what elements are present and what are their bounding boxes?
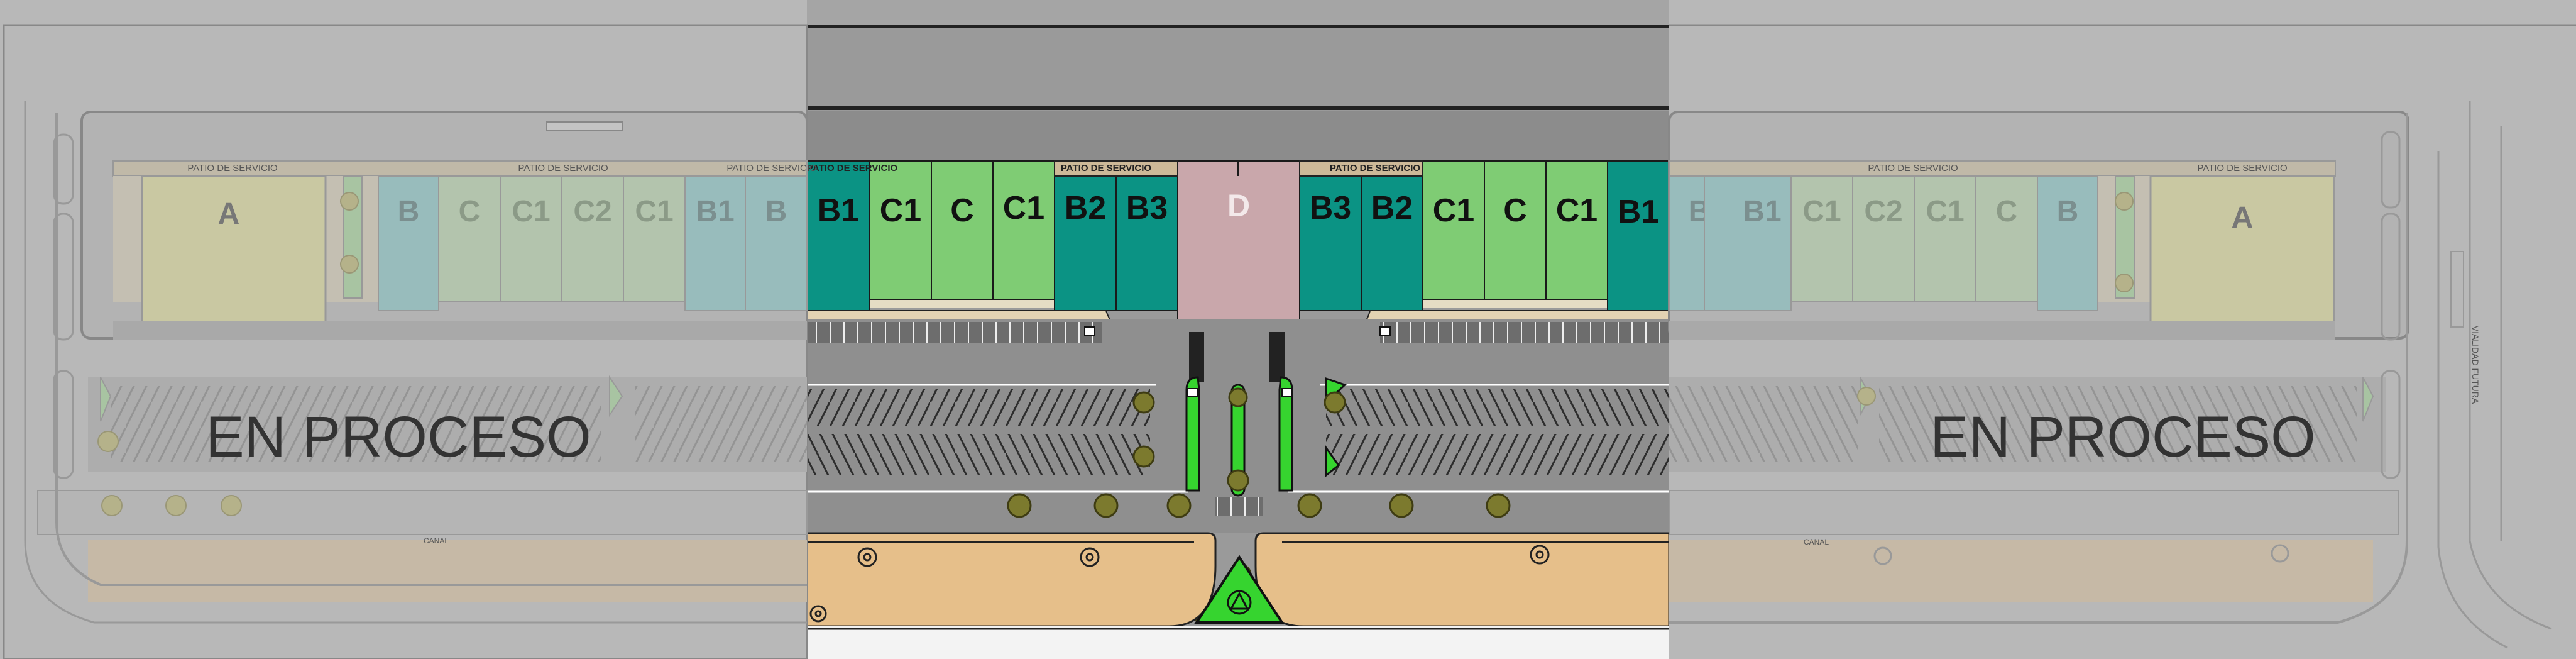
service-patio-label-left-a: PATIO DE SERVICIO	[187, 163, 277, 174]
svg-text:A: A	[2232, 201, 2254, 235]
median-landscape-left	[1185, 376, 1200, 492]
canal-label-right: CANAL	[1804, 538, 1829, 546]
svg-text:C2: C2	[573, 195, 611, 228]
svg-text:B: B	[2057, 195, 2079, 228]
faded-unit-B-left-a: B	[378, 175, 439, 311]
svg-text:C1: C1	[635, 195, 673, 228]
faded-unit-C1-left-b: C1	[623, 175, 686, 302]
median-landscape-center	[1230, 384, 1246, 497]
faded-unit-C-right: C	[1975, 175, 2038, 302]
svg-text:D: D	[1227, 188, 1250, 223]
svg-text:C: C	[950, 192, 974, 229]
svg-text:C1: C1	[880, 192, 921, 229]
in-progress-label-right: EN PROCESO	[1930, 405, 2315, 469]
unit-D-anchor: D	[1177, 160, 1300, 321]
service-patio-label-left-b: PATIO DE SERVICIO	[518, 163, 608, 174]
unit-B1-right: B1	[1607, 160, 1670, 311]
service-patio-label-left: PATIO DE SERVICIO	[1061, 163, 1152, 174]
svg-text:C: C	[1503, 192, 1527, 229]
faded-unit-B-left-b: B	[745, 175, 808, 311]
unit-C-b: C	[1484, 160, 1547, 300]
svg-text:C: C	[459, 195, 481, 228]
svg-text:B3: B3	[1310, 190, 1351, 226]
left-faded-panel: PATIO DE SERVICIO PATIO DE SERVICIO PATI…	[0, 0, 817, 659]
svg-text:B1: B1	[1618, 194, 1659, 230]
svg-text:B1: B1	[696, 195, 734, 228]
unit-C1-c: C1	[1422, 160, 1485, 300]
service-patio-label-edge: PATIO DE SERVICIO	[807, 163, 898, 174]
unit-B3-left: B3	[1115, 160, 1178, 311]
faded-unit-C2-right: C2	[1852, 175, 1915, 302]
svg-text:C2: C2	[1864, 195, 1902, 228]
svg-text:A: A	[218, 197, 240, 231]
faded-unit-A-right: A	[2149, 175, 2335, 332]
svg-text:B2: B2	[1371, 190, 1413, 226]
svg-text:C1: C1	[512, 195, 550, 228]
service-patio-label-right: PATIO DE SERVICIO	[1330, 163, 1421, 174]
faded-unit-A-left: A	[141, 175, 327, 332]
faded-unit-C-left: C	[438, 175, 501, 302]
median-landscape-right	[1278, 376, 1293, 492]
svg-text:B3: B3	[1126, 190, 1168, 226]
svg-text:C1: C1	[1556, 192, 1598, 229]
unit-B3-right: B3	[1299, 160, 1362, 311]
faded-unit-C2-left: C2	[561, 175, 624, 302]
service-patio-label-right-b: PATIO DE SERVICIO	[2197, 163, 2287, 174]
svg-text:B1: B1	[818, 192, 859, 229]
svg-text:B: B	[398, 195, 420, 228]
svg-text:C1: C1	[1433, 192, 1474, 229]
future-street-label: VIALIDAD FUTURA	[2470, 326, 2480, 404]
unit-B1-left: B1	[806, 160, 870, 311]
svg-text:B1: B1	[1743, 195, 1781, 228]
unit-C1-d: C1	[1545, 160, 1608, 300]
unit-B2-left: B2	[1054, 160, 1117, 311]
unit-C1-a: C1	[869, 160, 932, 300]
faded-unit-C1-right-b: C1	[1914, 175, 1976, 302]
svg-text:C: C	[1996, 195, 2018, 228]
unit-C-a: C	[931, 160, 994, 300]
faded-unit-B1-left: B1	[684, 175, 746, 311]
service-patio-label-left-c: PATIO DE SERVICIO	[726, 163, 816, 174]
center-detail-panel: B1 C1 C C1 B2 B3 D B3	[806, 0, 1670, 659]
faded-unit-B1-right: B1	[1704, 175, 1792, 311]
faded-unit-B-right-b: B	[2037, 175, 2098, 311]
svg-text:C1: C1	[1802, 195, 1841, 228]
canal-label-left: CANAL	[424, 536, 449, 545]
in-progress-label-left: EN PROCESO	[206, 405, 591, 469]
light-pole-group	[809, 545, 1550, 623]
unit-C1-b: C1	[992, 160, 1055, 300]
svg-text:B2: B2	[1065, 190, 1106, 226]
service-patio-label-right-a: PATIO DE SERVICIO	[1868, 163, 1958, 174]
unit-B2-right: B2	[1361, 160, 1423, 311]
entrance-monument	[1194, 555, 1285, 624]
svg-text:B: B	[765, 195, 787, 228]
svg-text:C1: C1	[1003, 190, 1044, 226]
faded-unit-C1-right-a: C1	[1790, 175, 1853, 302]
svg-text:C1: C1	[1926, 195, 1964, 228]
right-faded-panel: PATIO DE SERVICIO PATIO DE SERVICIO B B1…	[1668, 0, 2576, 659]
faded-unit-C1-left-a: C1	[500, 175, 562, 302]
